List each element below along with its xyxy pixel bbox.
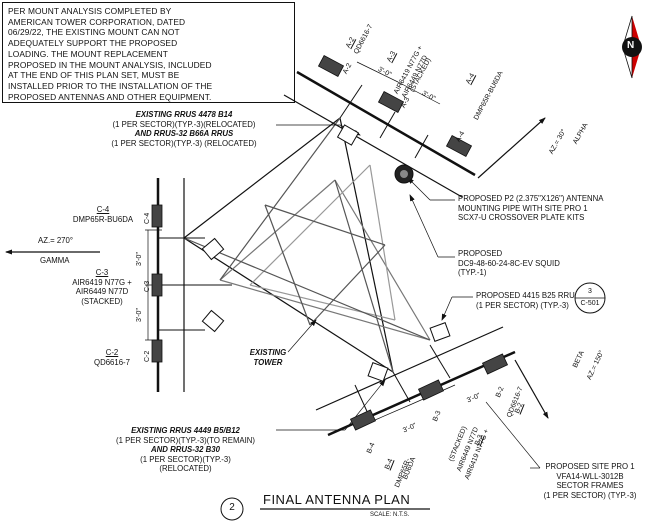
callout-line: (1 PER SECTOR)(TYP.-3) (RELOCATED) xyxy=(111,138,257,148)
callout-line: VFA14-WLL-3012B xyxy=(556,471,624,481)
callout-line: EXISTING xyxy=(249,348,287,357)
callout-existing-rrus-4478: EXISTING RRUS 4478 B14 (1 PER SECTOR)(TY… xyxy=(94,110,274,148)
callout-squid: PROPOSED DC9-48-60-24-8C-EV SQUID (TYP.-… xyxy=(458,249,560,278)
callout-line: PROPOSED P2 (2.375"X126") ANTENNA xyxy=(458,194,604,203)
alpha-sector-frame xyxy=(283,70,476,198)
rru-beta-2 xyxy=(429,322,451,342)
callout-mounting-pipe: PROPOSED P2 (2.375"X126") ANTENNA MOUNTI… xyxy=(458,194,604,223)
callout-line: PROPOSED 4415 B25 RRU xyxy=(476,291,575,300)
note-line: PER MOUNT ANALYSIS COMPLETED BY xyxy=(8,6,172,16)
callout-line: (1 PER SECTOR)(TYP.-3) xyxy=(140,454,231,464)
rru-gamma-2 xyxy=(201,309,225,333)
antenna-model: (STACKED) xyxy=(81,296,123,306)
tower-structure xyxy=(183,117,431,373)
antenna-a4 xyxy=(445,134,473,158)
antenna-tag: C-3 xyxy=(95,268,109,277)
note-line: AT THE END OF THIS PLAN SET, MUST BE xyxy=(8,70,180,81)
rru-gamma-1 xyxy=(201,237,225,261)
gamma-dim-1: 3'-0" xyxy=(136,252,143,266)
gamma-pos-c3: C-3 xyxy=(144,280,151,292)
north-letter: N xyxy=(627,40,635,51)
beta-azimuth-arrow xyxy=(514,359,549,419)
antenna-b2 xyxy=(481,353,509,375)
note-line: PROPOSED ANTENNAS AND OTHER EQUIPMENT. xyxy=(8,91,212,102)
antenna-tag: C-4 xyxy=(96,205,110,214)
note-line: AMERICAN TOWER CORPORATION, DATED xyxy=(8,16,186,27)
callout-line: DC9-48-60-24-8C-EV SQUID xyxy=(458,258,560,268)
gamma-c2-label: C-2 QD6616-7 xyxy=(82,348,142,367)
gamma-pos-c2: C-2 xyxy=(144,350,151,362)
antenna-b4 xyxy=(349,409,377,431)
note-line: LOADING. THE MOUNT REPLACEMENT xyxy=(8,48,168,59)
note-line: INSTALLED PRIOR TO THE INSTALLATION OF T… xyxy=(8,80,213,91)
title-number-circle xyxy=(220,497,244,521)
antenna-a3 xyxy=(377,90,405,114)
callout-line: EXISTING RRUS 4478 B14 xyxy=(135,110,233,119)
callout-existing-rrus-4449: EXISTING RRUS 4449 B5/B12 (1 PER SECTOR)… xyxy=(98,426,273,474)
antenna-c2 xyxy=(151,339,163,363)
callout-line: AND RRUS-32 B30 xyxy=(151,445,220,455)
callout-sector-frames: PROPOSED SITE PRO 1 VFA14-WLL-3012B SECT… xyxy=(526,462,654,500)
antenna-b3 xyxy=(417,379,445,401)
gamma-azimuth: AZ.= 270° xyxy=(38,236,73,245)
antenna-c4 xyxy=(151,204,163,228)
antenna-a2 xyxy=(317,54,345,78)
callout-line: (1 PER SECTOR)(TYP.-3)(RELOCATED) xyxy=(112,119,256,129)
rru-alpha-1 xyxy=(336,124,360,146)
antenna-model: QD6616-7 xyxy=(94,357,130,367)
callout-4415-rru: PROPOSED 4415 B25 RRU (1 PER SECTOR) (TY… xyxy=(476,291,575,310)
general-note-box: PER MOUNT ANALYSIS COMPLETED BY AMERICAN… xyxy=(2,2,295,103)
rru-beta-1 xyxy=(367,362,389,382)
note-line: ADEQUATELY SUPPORT THE PROPOSED xyxy=(8,38,178,49)
callout-line: (1 PER SECTOR) (TYP.-3) xyxy=(476,300,569,310)
callout-line: (RELOCATED) xyxy=(159,464,212,474)
callout-line: EXISTING RRUS 4449 B5/B12 xyxy=(131,426,240,435)
alpha-azimuth-arrow xyxy=(477,117,546,179)
antenna-tag: C-2 xyxy=(105,348,119,357)
dimension-lines xyxy=(145,61,541,469)
title-number: 2 xyxy=(229,502,235,513)
antenna-model: AIR6449 N77D xyxy=(75,287,129,297)
antenna-model: AIR6419 N77G + xyxy=(72,277,132,287)
callout-line: SECTOR FRAMES xyxy=(556,481,624,491)
drawing-title: FINAL ANTENNA PLAN xyxy=(263,492,411,507)
callout-line: PROPOSED SITE PRO 1 xyxy=(545,462,635,471)
callout-line: (1 PER SECTOR) (TYP.-3) xyxy=(543,490,637,500)
gamma-pos-c4: C-4 xyxy=(144,212,151,224)
section-tag-sheet: C-501 xyxy=(580,300,600,307)
note-line: PROPOSED IN THE MOUNT ANALYSIS, INCLUDED xyxy=(8,59,212,70)
note-line: 06/29/22, THE EXISTING MOUNT CAN NOT xyxy=(8,27,180,38)
north-arrow-icon xyxy=(622,15,642,79)
beta-sector-frame xyxy=(315,326,516,437)
callout-line: SCX7-U CROSSOVER PLATE KITS xyxy=(458,213,585,223)
gamma-c3-label: C-3 AIR6419 N77G + AIR6449 N77D (STACKED… xyxy=(62,268,142,306)
callout-line: TOWER xyxy=(253,357,283,367)
gamma-sector-name: GAMMA xyxy=(40,256,70,265)
callout-line: MOUNTING PIPE WITH SITE PRO 1 xyxy=(458,203,588,213)
antenna-c3 xyxy=(151,273,163,297)
callout-line: PROPOSED xyxy=(458,249,503,258)
callout-line: AND RRUS-32 B66A RRUS xyxy=(134,129,234,139)
antenna-model: DMP65R-BU6DA xyxy=(72,214,134,224)
callout-existing-tower: EXISTING TOWER xyxy=(238,348,298,367)
gamma-c4-label: C-4 DMP65R-BU6DA xyxy=(68,205,138,224)
section-tag-number: 3 xyxy=(588,288,592,295)
callout-line: (1 PER SECTOR)(TYP.-3)(TO REMAIN) xyxy=(115,435,256,445)
drawing-scale: SCALE: N.T.S. xyxy=(370,512,410,518)
callout-line: (TYP.-1) xyxy=(458,268,487,278)
section-tag xyxy=(574,282,606,314)
gamma-dim-2: 3'-0" xyxy=(136,308,143,322)
